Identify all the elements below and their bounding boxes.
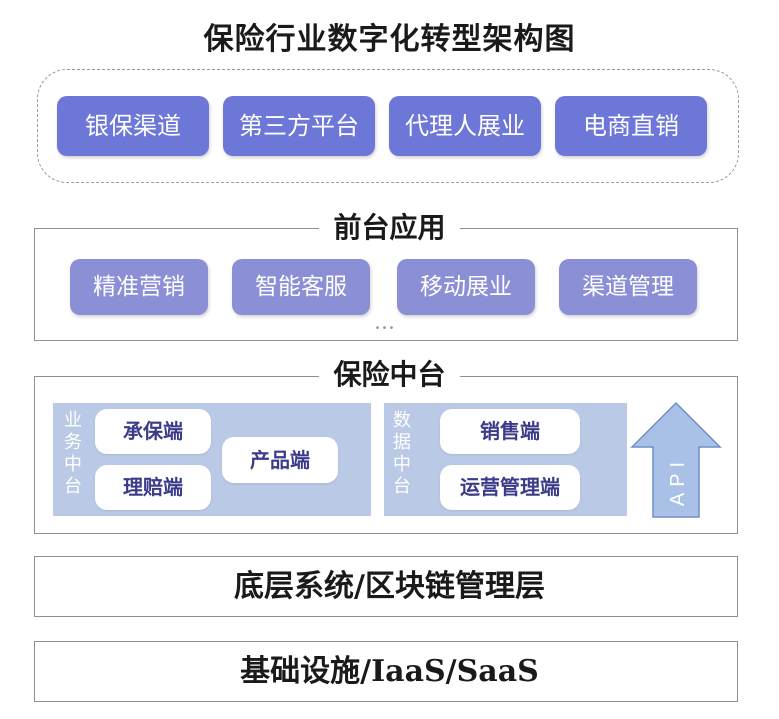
front-item-channel-management: 渠道管理 — [559, 259, 697, 315]
diagram-title: 保险行业数字化转型架构图 — [203, 22, 576, 57]
front-applications-title: 前台应用 — [0, 208, 779, 248]
front-item-precision-marketing: 精准营销 — [70, 259, 208, 315]
channel-bancassurance: 银保渠道 — [57, 96, 209, 156]
channel-third-party-platform: 第三方平台 — [223, 96, 375, 156]
infrastructure-label: 基础设施/IaaS/SaaS — [240, 654, 539, 689]
middle-platform-title: 保险中台 — [0, 355, 779, 395]
product-end: 产品端 — [222, 437, 338, 483]
sales-end: 销售端 — [440, 409, 580, 454]
business-middle-label: 业务中台 — [64, 410, 82, 497]
api-label: API — [667, 456, 689, 506]
front-item-mobile-sales: 移动展业 — [397, 259, 535, 315]
api-arrow-icon: API — [630, 401, 722, 518]
front-item-smart-customer-service: 智能客服 — [232, 259, 370, 315]
channel-ecommerce: 电商直销 — [555, 96, 707, 156]
operations-management-end: 运营管理端 — [440, 465, 580, 510]
more-dots: ••• — [374, 323, 396, 334]
underlying-system-frame — [34, 556, 738, 617]
underlying-system-label: 底层系统/区块链管理层 — [234, 569, 545, 604]
underwriting-end: 承保端 — [95, 409, 211, 454]
data-middle-label: 数据中台 — [393, 410, 411, 497]
channels-group — [37, 69, 739, 183]
claims-end: 理赔端 — [95, 465, 211, 510]
infrastructure-frame — [34, 641, 738, 702]
channel-agent: 代理人展业 — [389, 96, 541, 156]
